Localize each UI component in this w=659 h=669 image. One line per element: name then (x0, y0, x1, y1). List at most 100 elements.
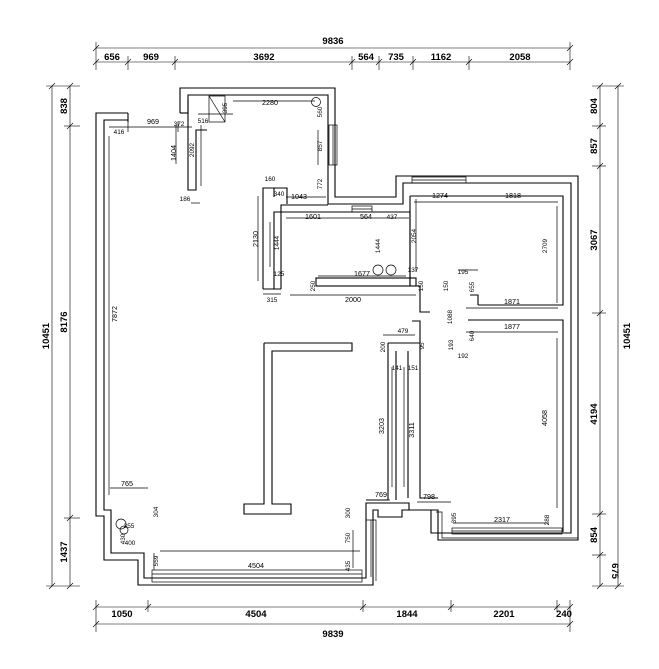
dim-395-top: 395 (222, 102, 229, 113)
dim-1871: 1871 (504, 297, 520, 306)
dim-125: 125 (274, 271, 285, 278)
bottom-total-dim: 9839 (322, 629, 343, 640)
top-dim-1: 656 (104, 52, 120, 63)
dim-395-bottom: 395 (451, 512, 458, 523)
dim-150-left: 150 (418, 280, 425, 291)
south-balcony (115, 511, 578, 583)
dim-2709: 2709 (542, 238, 549, 253)
dim-1274: 1274 (432, 191, 448, 200)
dim-141: 141 (392, 365, 403, 372)
bottom-dim-4: 2201 (493, 609, 515, 620)
dim-150-right: 150 (443, 280, 450, 291)
bottom-dim-2: 4504 (245, 609, 267, 620)
dim-304: 304 (153, 506, 160, 517)
bottom-dimension-chain: 1050 4504 1844 2201 240 9839 (92, 600, 574, 640)
dim-315: 315 (267, 297, 278, 304)
right-dimension-chain: 804 857 3067 4194 854 675 10451 (589, 82, 633, 590)
dim-2280: 2280 (262, 98, 278, 107)
dim-1088: 1088 (447, 309, 454, 324)
dim-2317: 2317 (494, 515, 510, 524)
dim-193: 193 (448, 339, 455, 350)
dim-772: 772 (317, 178, 324, 189)
left-dim-1: 838 (59, 98, 70, 114)
dim-151: 151 (408, 365, 419, 372)
interior-dimensions: 416 969 372 516 395 2280 560 1404 2092 8… (108, 98, 558, 571)
dim-969: 969 (147, 117, 159, 126)
dim-437: 437 (387, 214, 398, 221)
dim-416: 416 (114, 129, 125, 136)
dim-857: 857 (317, 140, 324, 151)
dim-769: 769 (375, 490, 387, 499)
right-dim-5: 854 (589, 526, 600, 543)
exterior-walls (95, 87, 579, 586)
right-dim-2: 857 (589, 138, 600, 154)
right-dim-4: 4194 (589, 403, 600, 425)
top-dim-5: 735 (388, 52, 405, 63)
dim-640: 640 (469, 330, 476, 341)
dim-798: 798 (423, 492, 435, 501)
dim-250: 250 (310, 280, 317, 291)
dim-750: 750 (345, 532, 352, 543)
dim-435: 435 (345, 560, 352, 571)
dim-1877: 1877 (504, 322, 520, 331)
dim-2130: 2130 (251, 231, 260, 247)
dim-1818: 1818 (505, 191, 521, 200)
dim-1601: 1601 (305, 212, 321, 221)
top-dim-4: 564 (358, 52, 375, 63)
dim-160: 160 (265, 176, 276, 183)
dim-2000: 2000 (345, 295, 361, 304)
left-dimension-chain: 10451 838 8176 1437 (41, 82, 80, 590)
left-dim-2: 8176 (59, 311, 70, 332)
left-dim-3: 1437 (59, 541, 70, 562)
dim-372: 372 (174, 121, 185, 128)
dim-200: 200 (380, 341, 387, 352)
dim-4504: 4504 (248, 561, 264, 570)
dim-560: 560 (317, 106, 324, 117)
top-dimension-chain: 9836 656 969 3692 564 735 1162 2058 (92, 36, 574, 70)
top-dim-3: 3692 (253, 52, 274, 63)
top-total-dim: 9836 (322, 36, 343, 47)
dim-1404: 1404 (169, 145, 178, 161)
dim-400: 400 (125, 540, 136, 547)
right-dim-3: 3067 (589, 229, 600, 250)
bottom-dim-5: 240 (556, 609, 572, 620)
dim-479: 479 (398, 328, 409, 335)
bottom-dim-3: 1844 (396, 609, 418, 620)
dim-95: 95 (419, 342, 426, 350)
dim-564: 564 (360, 212, 372, 221)
top-dim-7: 2058 (509, 52, 530, 63)
dim-3311: 3311 (407, 422, 416, 437)
dim-2092: 2092 (189, 142, 196, 157)
right-dim-1: 804 (589, 97, 600, 114)
top-dim-2: 969 (143, 52, 159, 63)
dim-4058: 4058 (540, 410, 549, 426)
right-dim-6: 675 (609, 563, 620, 580)
dim-765: 765 (121, 479, 133, 488)
t-wall (243, 342, 353, 515)
central-partition (262, 187, 417, 290)
left-total-dim: 10451 (41, 322, 52, 349)
closet-walls (187, 95, 338, 191)
dim-559: 559 (153, 555, 160, 566)
dim-1444-left: 1444 (274, 235, 281, 250)
dim-2054: 2054 (411, 228, 418, 243)
dim-1444-right: 1444 (375, 238, 382, 253)
dim-355: 355 (124, 523, 135, 530)
dim-430: 430 (120, 533, 127, 544)
dim-516: 516 (198, 118, 209, 125)
dim-137: 137 (408, 267, 419, 274)
top-dim-6: 1162 (431, 52, 452, 63)
dim-1043: 1043 (291, 192, 307, 201)
dim-195: 195 (458, 269, 469, 276)
dim-1677: 1677 (354, 269, 370, 278)
bottom-dim-1: 1050 (111, 609, 132, 620)
dim-7872: 7872 (110, 306, 119, 322)
dim-192: 192 (458, 353, 469, 360)
dim-186: 186 (180, 196, 191, 203)
dim-340: 340 (274, 191, 285, 198)
dim-655: 655 (469, 281, 476, 292)
dim-288: 288 (544, 514, 551, 525)
dim-300: 300 (345, 507, 352, 518)
right-total-dim: 10451 (622, 322, 633, 349)
